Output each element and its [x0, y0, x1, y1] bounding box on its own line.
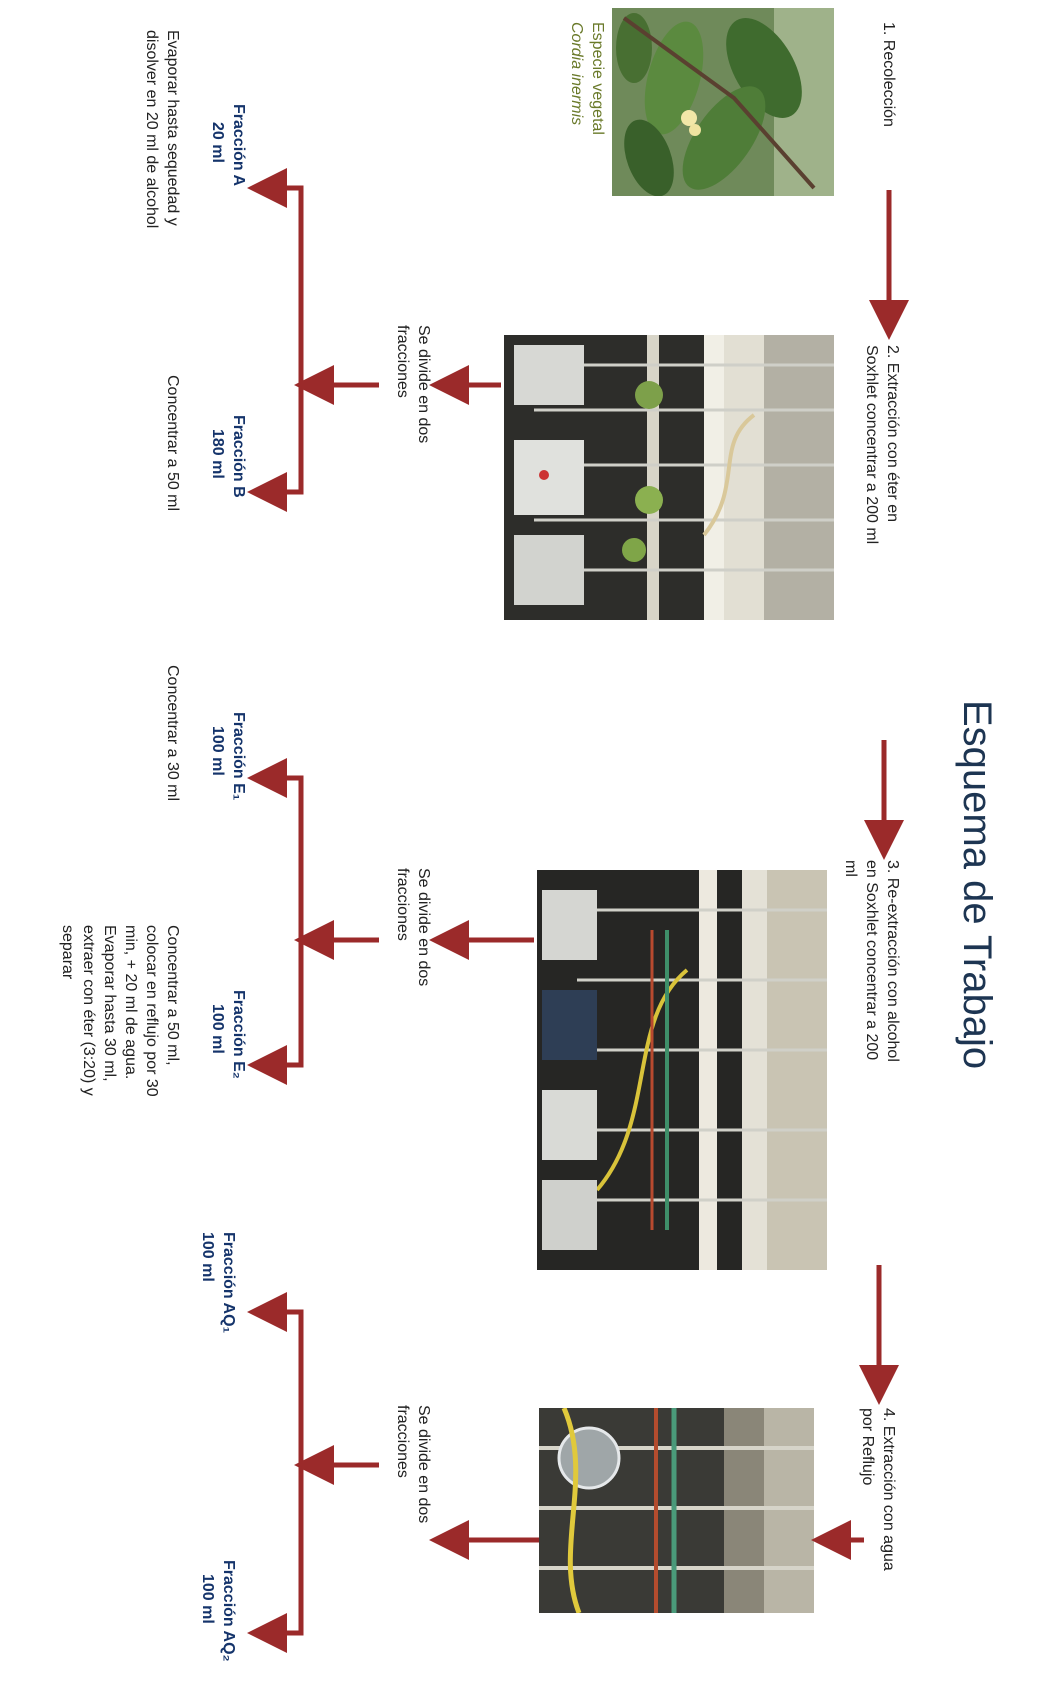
reflux-water-photo — [539, 1408, 814, 1613]
plant-photo — [612, 8, 834, 196]
branch1-bar — [259, 185, 304, 495]
soxhlet-alcohol-photo — [537, 870, 827, 1270]
branch2-bar — [259, 775, 304, 1068]
soxhlet-ether-photo — [504, 335, 834, 620]
branch3-bar — [259, 1309, 304, 1636]
